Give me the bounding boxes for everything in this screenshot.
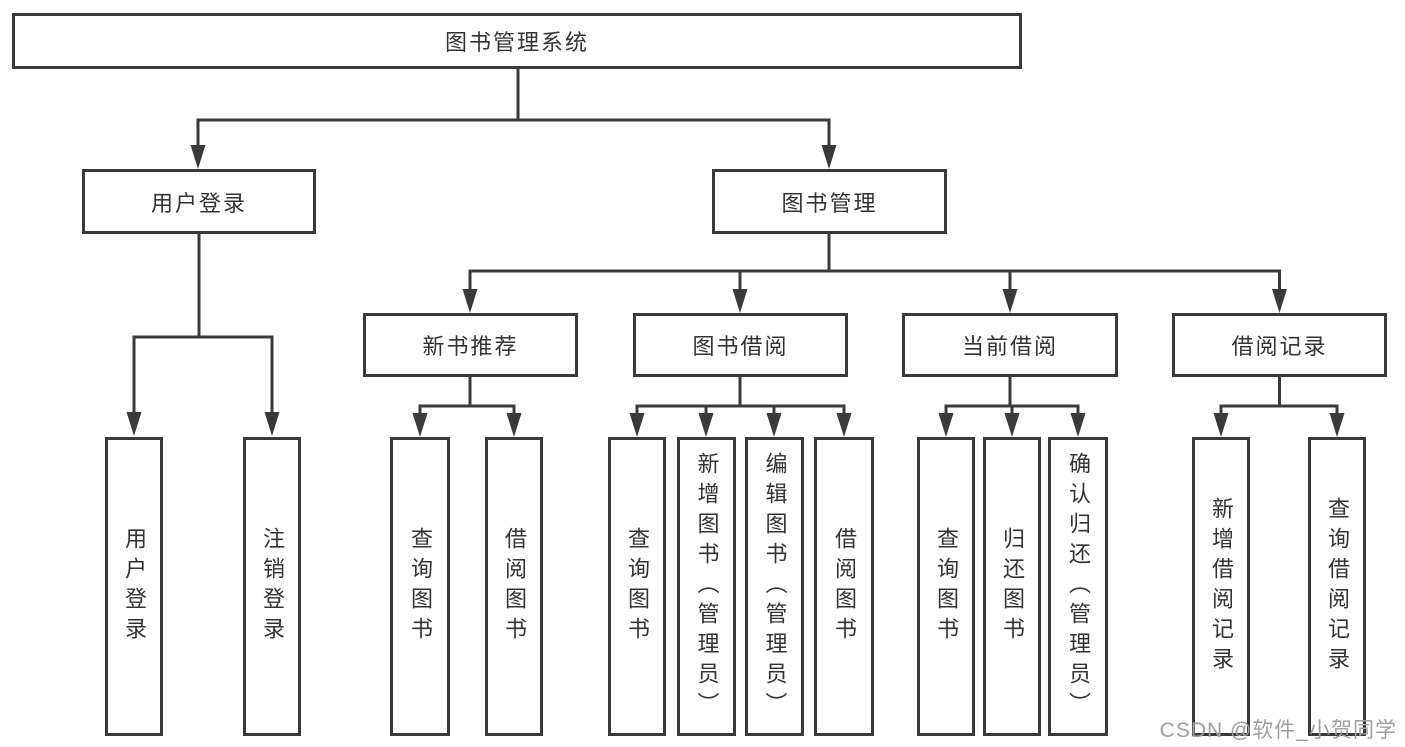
watermark-text: CSDN @软件_小贺同学 (1159, 719, 1397, 742)
node-user-login-label: 用户登录 (150, 190, 247, 216)
leaf-query-books-1-label: 查询图书 (408, 526, 433, 647)
node-current-borrowing-label: 当前借阅 (961, 334, 1058, 359)
node-user-login: 用户登录 (82, 169, 316, 234)
leaf-add-books-admin: 新增图书（管理员） (677, 437, 736, 736)
leaf-query-books-1: 查询图书 (390, 437, 450, 736)
leaf-edit-books-admin-label: 编辑图书（管理员） (762, 451, 788, 722)
node-book-borrowing-label: 图书借阅 (692, 334, 789, 359)
leaf-logout: 注销登录 (243, 437, 301, 736)
leaf-add-books-admin-label: 新增图书（管理员） (694, 451, 720, 722)
leaf-user-login-label: 用户登录 (122, 526, 147, 647)
leaf-borrow-books-1-label: 借阅图书 (502, 526, 527, 647)
leaf-query-borrow-record-label: 查询借阅记录 (1325, 496, 1350, 677)
node-book-borrowing: 图书借阅 (633, 313, 848, 377)
leaf-borrow-books-2: 借阅图书 (814, 437, 874, 736)
leaf-borrow-books-2-label: 借阅图书 (832, 526, 857, 647)
leaf-query-books-2: 查询图书 (608, 437, 666, 736)
edge-new-books-to-leaves (412, 377, 522, 437)
leaf-query-books-3-label: 查询图书 (934, 526, 959, 647)
leaf-logout-label: 注销登录 (260, 526, 285, 647)
leaf-user-login: 用户登录 (105, 437, 163, 736)
leaf-edit-books-admin: 编辑图书（管理员） (745, 437, 804, 736)
node-new-book-recommend-label: 新书推荐 (422, 334, 519, 359)
node-current-borrowing: 当前借阅 (902, 313, 1118, 377)
leaf-confirm-return-admin-label: 确认归还（管理员） (1066, 451, 1091, 722)
node-book-management-system: 图书管理系统 (12, 13, 1022, 69)
edge-book-borrow-to-leaves (629, 377, 852, 437)
leaf-borrow-books-1: 借阅图书 (485, 437, 543, 736)
node-new-book-recommend: 新书推荐 (363, 313, 578, 377)
edge-user-login-to-leaves (126, 234, 280, 436)
node-book-management-label: 图书管理 (781, 190, 878, 216)
edge-borrow-records-to-leaves (1213, 377, 1345, 437)
edge-root-to-level2 (190, 69, 837, 169)
leaf-query-books-3: 查询图书 (917, 437, 975, 736)
edge-book-management-to-level3 (462, 234, 1287, 313)
leaf-add-borrow-record-label: 新增借阅记录 (1209, 496, 1234, 677)
node-book-management-system-label: 图书管理系统 (444, 30, 589, 55)
leaf-confirm-return-admin: 确认归还（管理员） (1048, 437, 1108, 736)
edge-current-borrow-to-leaves (938, 377, 1086, 437)
node-borrowing-records: 借阅记录 (1172, 313, 1387, 377)
node-book-management: 图书管理 (712, 169, 947, 234)
leaf-query-borrow-record: 查询借阅记录 (1308, 437, 1366, 736)
leaf-add-borrow-record: 新增借阅记录 (1192, 437, 1250, 736)
leaf-return-books-label: 归还图书 (1000, 526, 1025, 647)
node-borrowing-records-label: 借阅记录 (1231, 334, 1328, 359)
leaf-query-books-2-label: 查询图书 (625, 526, 650, 647)
leaf-return-books: 归还图书 (983, 437, 1041, 736)
